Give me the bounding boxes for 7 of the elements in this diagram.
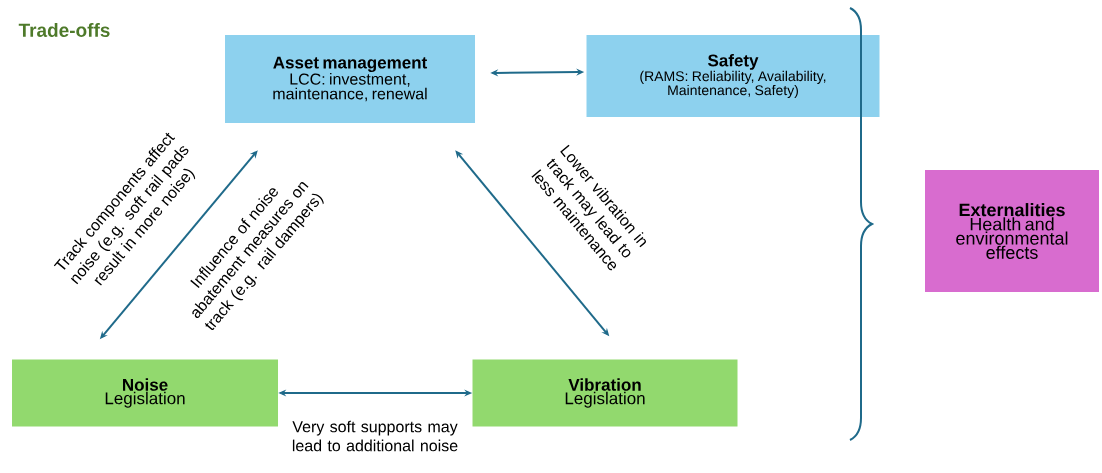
- asset-box: Asset management LCC: investment, maintenance, renewal: [225, 35, 475, 123]
- noise-box: Noise Legislation: [12, 359, 278, 427]
- externalities-box: Externalities Health and environmental effects: [925, 170, 1099, 292]
- title: Trade-offs: [18, 23, 110, 37]
- edge-label: Very soft supports may lead to additional noise: [292, 420, 458, 452]
- safety-box: Safety (RAMS: Reliability, Availability, Maintenance, Safety): [586, 35, 880, 117]
- vibration-box: Vibration Legislation: [472, 359, 738, 427]
